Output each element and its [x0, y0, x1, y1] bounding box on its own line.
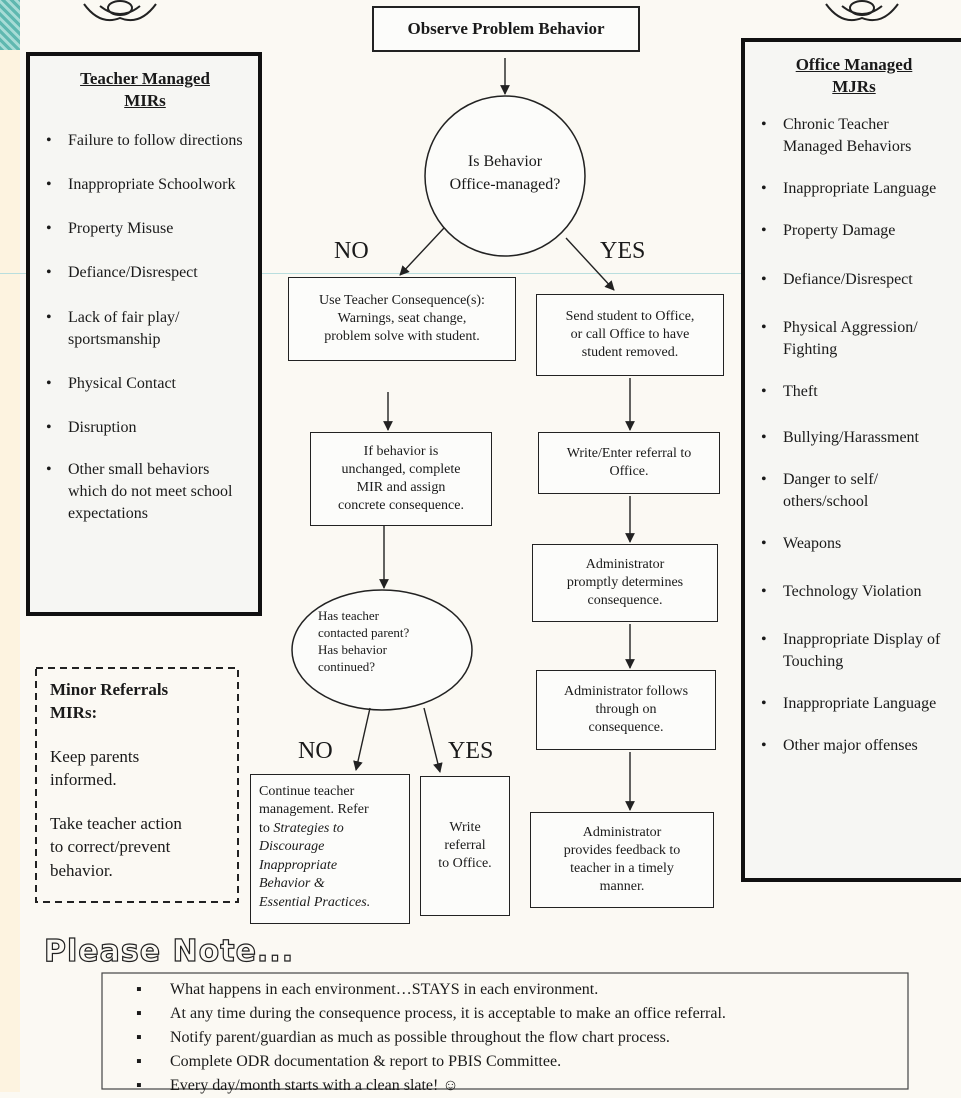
left-page-margin	[0, 50, 20, 1092]
corner-decoration	[0, 0, 20, 50]
minor-referrals-title: Minor Referrals MIRs:	[50, 680, 169, 723]
list-item: Defiance/Disrespect	[46, 262, 248, 284]
decision-ellipse-parent-contacted	[291, 589, 473, 711]
list-item: Bullying/Harassment	[761, 427, 951, 449]
admin-feedback-box: Administrator provides feedback to teach…	[530, 812, 714, 908]
decision-parent-contacted-text: Has teacher contacted parent? Has behavi…	[318, 608, 410, 674]
scan-line	[0, 273, 961, 274]
list-item: Property Misuse	[46, 218, 248, 240]
decision-circle-office-managed	[424, 95, 586, 257]
decision-office-managed-text: Is Behavior Office-managed?	[449, 153, 561, 194]
list-item: Physical Aggression/ Fighting	[761, 317, 951, 361]
list-item: Other small behaviors which do not meet …	[46, 459, 248, 525]
admin-follows-through-box: Administrator follows through on consequ…	[536, 670, 716, 750]
list-item: Technology Violation	[761, 581, 951, 603]
teacher-managed-title: Teacher Managed MIRs	[80, 69, 210, 111]
note-item: What happens in each environment…STAYS i…	[102, 978, 908, 1002]
list-item: Other major offenses	[761, 735, 951, 757]
admin-determines-box: Administrator promptly determines conseq…	[532, 544, 718, 622]
list-item: Property Damage	[761, 220, 951, 242]
no-label-2: NO	[298, 738, 333, 764]
list-item: Inappropriate Language	[761, 693, 951, 715]
list-item: Inappropriate Display of Touching	[761, 629, 951, 673]
list-item: Failure to follow directions	[46, 130, 248, 152]
note-item: Notify parent/guardian as much as possib…	[102, 1026, 908, 1050]
minor-referrals-panel: Minor Referrals MIRs: Keep parents infor…	[50, 678, 230, 882]
send-to-office-box: Send student to Office, or call Office t…	[536, 294, 724, 376]
list-item: Lack of fair play/ sportsmanship	[46, 307, 248, 351]
list-item: Theft	[761, 381, 951, 403]
office-managed-panel: Office Managed MJRs Chronic Teacher Mana…	[741, 38, 961, 882]
list-item: Chronic Teacher Managed Behaviors	[761, 114, 951, 158]
list-item: Disruption	[46, 417, 248, 439]
teacher-managed-panel: Teacher Managed MIRs Failure to follow d…	[26, 52, 262, 616]
list-item: Danger to self/ others/school	[761, 469, 951, 513]
note-item: Every day/month starts with a clean slat…	[102, 1074, 908, 1098]
mascot-right-icon	[825, 0, 899, 22]
mascot-left-icon	[83, 0, 157, 22]
office-managed-title: Office Managed MJRs	[795, 55, 913, 97]
note-item: Complete ODR documentation & report to P…	[102, 1050, 908, 1074]
list-item: Physical Contact	[46, 373, 248, 395]
list-item: Defiance/Disrespect	[761, 269, 951, 291]
teacher-consequence-box: Use Teacher Consequence(s): Warnings, se…	[288, 277, 516, 361]
please-note-heading: Please Note...	[43, 933, 295, 969]
note-item: At any time during the consequence proce…	[102, 1002, 908, 1026]
observe-behavior-box: Observe Problem Behavior	[372, 6, 640, 52]
complete-mir-box: If behavior is unchanged, complete MIR a…	[310, 432, 492, 526]
continue-teacher-management-box: Continue teacher management. Refer to St…	[250, 774, 410, 924]
no-label-1: NO	[334, 238, 369, 264]
minor-referrals-border	[35, 667, 239, 903]
yes-label-1: YES	[600, 238, 646, 264]
write-referral-box: Write referral to Office.	[420, 776, 510, 916]
write-enter-referral-box: Write/Enter referral to Office.	[538, 432, 720, 494]
list-item: Inappropriate Language	[761, 178, 951, 200]
list-item: Weapons	[761, 533, 951, 555]
list-item: Inappropriate Schoolwork	[46, 174, 248, 196]
note-list: What happens in each environment…STAYS i…	[102, 978, 908, 1098]
yes-label-2: YES	[448, 738, 494, 764]
